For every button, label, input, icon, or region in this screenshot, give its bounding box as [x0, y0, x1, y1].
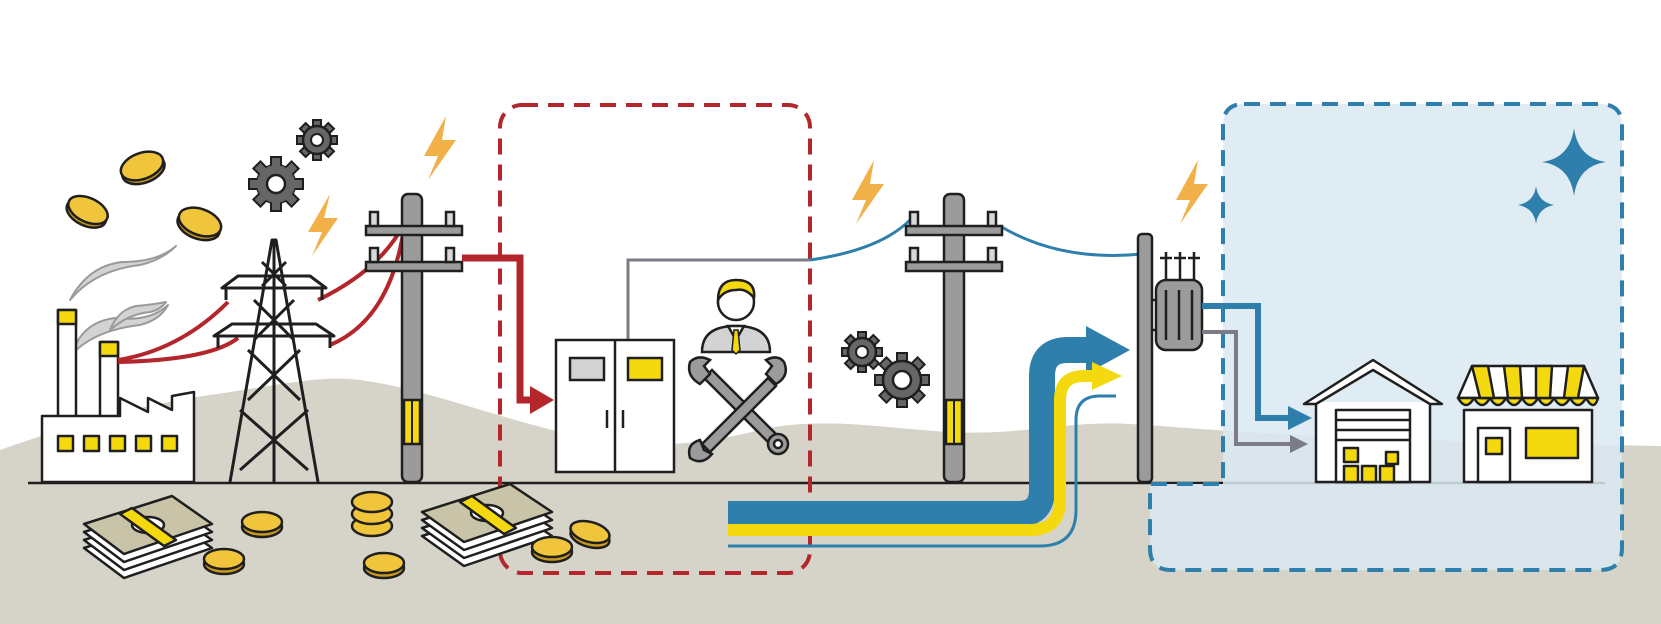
sparkle-icon	[1542, 128, 1606, 196]
transformer-pole-icon	[1136, 232, 1204, 484]
flow-arrow-icon	[728, 326, 1130, 548]
coin-icon	[176, 206, 223, 242]
wrench-icon	[687, 356, 787, 463]
lightning-bolt-icon	[852, 160, 884, 224]
gear-icon	[874, 352, 930, 408]
electrical-cabinet-icon	[554, 338, 676, 474]
lightning-bolt-icon	[308, 194, 338, 256]
coin-icon	[119, 150, 166, 186]
gear-icon	[248, 156, 304, 212]
coin-icon	[362, 551, 406, 580]
signal-wire	[626, 258, 810, 340]
sparkle-icon	[1518, 186, 1554, 224]
coin-icon	[65, 194, 109, 229]
coin-icon	[240, 510, 284, 539]
distribution-wires	[809, 218, 1143, 262]
coin-stack-icon	[350, 490, 394, 538]
warehouse-icon	[1302, 358, 1444, 484]
utility-pole-icon	[904, 192, 1004, 484]
factory-icon	[40, 245, 196, 484]
utility-pole-icon	[364, 192, 464, 484]
generation-power-lines	[117, 223, 406, 364]
lightning-bolt-icon	[1176, 160, 1208, 224]
coin-icon	[530, 535, 574, 564]
storefront-icon	[1456, 364, 1600, 484]
banknote-stack-icon	[420, 482, 554, 568]
consumer-zone-border	[1148, 102, 1624, 572]
consumer-zone-fill	[1150, 104, 1622, 570]
coin-icon	[202, 547, 246, 576]
technician-icon	[700, 278, 772, 356]
flow-arrow-icon	[462, 254, 554, 414]
gear-icon	[841, 331, 883, 373]
gear-icon	[296, 119, 338, 161]
lightning-bolt-icon	[424, 116, 456, 180]
consumer-zone	[1148, 102, 1624, 572]
banknote-stack-icon	[82, 494, 214, 580]
flow-arrow-icon	[1202, 303, 1312, 453]
maintenance-zone-border	[498, 103, 812, 575]
transmission-tower-icon	[212, 238, 336, 483]
coin-icon	[569, 519, 611, 550]
